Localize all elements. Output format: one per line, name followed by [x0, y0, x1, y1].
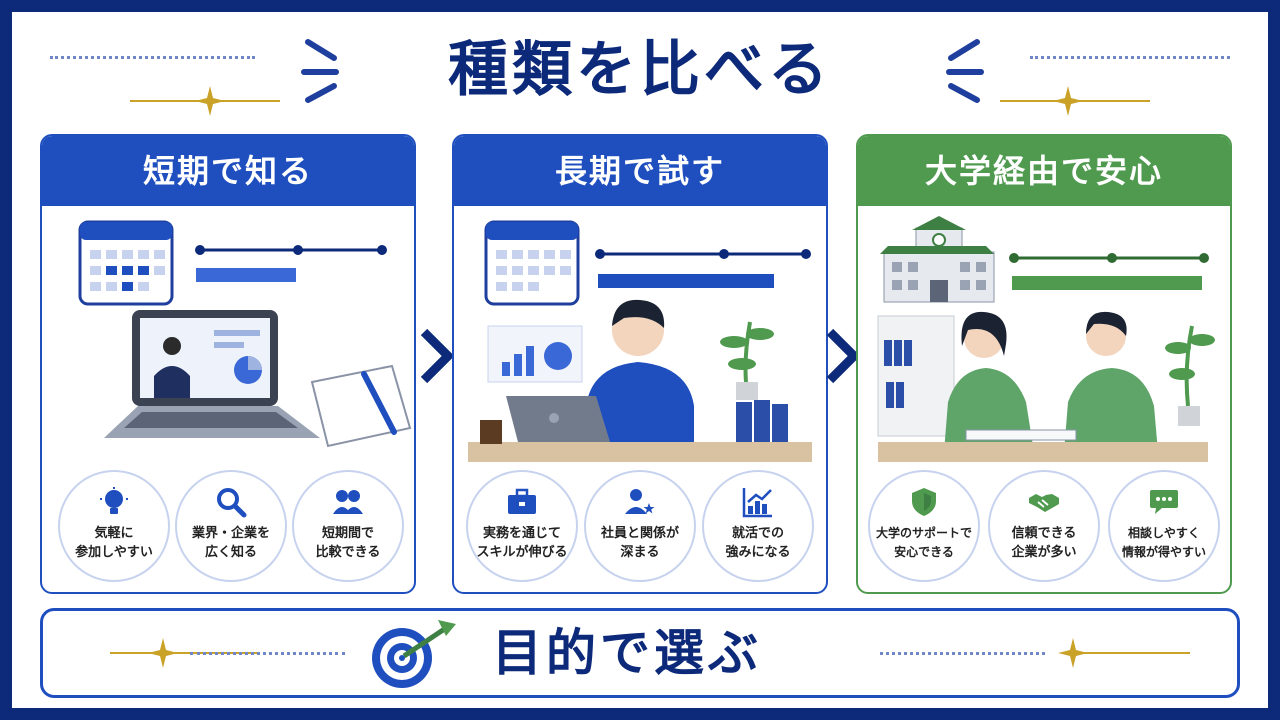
calendar-icon — [78, 220, 174, 306]
feature-text: 相談しやすく 情報が得やすい — [1121, 526, 1206, 559]
sparkle-icon — [148, 638, 178, 668]
header-dotted-line-right — [1030, 56, 1230, 59]
card-title: 大学経由で安心 — [858, 136, 1230, 206]
feature-circle: 業界・企業を 広く知る — [175, 470, 287, 582]
burst-lines-right-icon — [946, 39, 984, 103]
feature-text: 実務を通じて スキルが伸びる — [476, 526, 568, 560]
notebook-pen-graphic — [310, 364, 412, 448]
shield-icon — [912, 488, 936, 516]
feature-circle: 実務を通じて スキルが伸びる — [466, 470, 578, 582]
card-long-term: 長期で試す — [452, 134, 828, 594]
burst-lines-left-icon — [301, 39, 339, 103]
timeline-graphic — [1009, 253, 1209, 290]
handshake-icon — [1029, 494, 1059, 512]
feature-circle: 気軽に 参加しやすい — [58, 470, 170, 582]
people-icon — [333, 490, 363, 514]
sparkle-icon — [195, 86, 225, 116]
desk-laptop-graphic — [468, 321, 812, 462]
consultation-scene-graphic — [877, 311, 1215, 462]
feature-circle: 就活での 強みになる — [702, 470, 814, 582]
feature-text: 業界・企業を 広く知る — [191, 526, 270, 560]
university-building-graphic — [880, 216, 995, 303]
card-short-term: 短期で知る 気軽に 参加しやすい — [40, 134, 416, 594]
bottom-banner-text: 目的で選ぶ — [492, 624, 762, 682]
footer-dotted-line-right — [880, 652, 1045, 655]
sparkle-icon — [1053, 86, 1083, 116]
footer-gold-line-right — [1080, 652, 1190, 654]
growth-chart-icon — [742, 488, 772, 518]
feature-text: 気軽に 参加しやすい — [75, 526, 153, 560]
online-seminar-illustration — [78, 220, 412, 448]
briefcase-icon — [508, 488, 536, 514]
card-university: 大学経由で安心 — [856, 134, 1232, 594]
lightbulb-icon — [100, 487, 128, 514]
laptop-graphic — [104, 310, 320, 438]
sparkle-icon — [1058, 638, 1088, 668]
feature-circle: 短期間で 比較できる — [292, 470, 404, 582]
feature-circle: 社員と関係が 深まる — [584, 470, 696, 582]
chevron-right-icon — [826, 328, 860, 384]
feature-text: 大学のサポートで 安心できる — [875, 526, 972, 559]
feature-circle: 信頼できる 企業が多い — [988, 470, 1100, 582]
person-working-graphic — [586, 299, 694, 442]
timeline-graphic — [595, 249, 811, 288]
feature-circle: 相談しやすく 情報が得やすい — [1108, 470, 1220, 582]
feature-text: 就活での 強みになる — [725, 526, 791, 560]
feature-text: 短期間で 比較できる — [315, 526, 381, 560]
magnifier-icon — [217, 488, 247, 518]
footer-dotted-line-left — [190, 652, 345, 655]
bar-pie-chart-graphic — [487, 325, 583, 383]
calendar-icon — [484, 220, 580, 306]
feature-text: 信頼できる 企業が多い — [1011, 526, 1077, 560]
timeline-graphic — [195, 245, 387, 282]
card-title: 短期で知る — [42, 136, 414, 206]
target-arrow-icon — [372, 620, 456, 688]
chat-bubble-icon — [1150, 490, 1178, 514]
university-consultation-illustration — [877, 216, 1215, 462]
footer-gold-line-left — [110, 652, 260, 654]
chevron-right-icon — [420, 328, 454, 384]
feature-text: 社員と関係が 深まる — [600, 526, 679, 560]
page-title: 種類を比べる — [448, 35, 832, 105]
card-title: 長期で試す — [454, 136, 826, 206]
office-work-illustration — [468, 220, 812, 462]
header-dotted-line-left — [50, 56, 255, 59]
person-star-icon — [625, 489, 655, 514]
feature-circle: 大学のサポートで 安心できる — [868, 470, 980, 582]
